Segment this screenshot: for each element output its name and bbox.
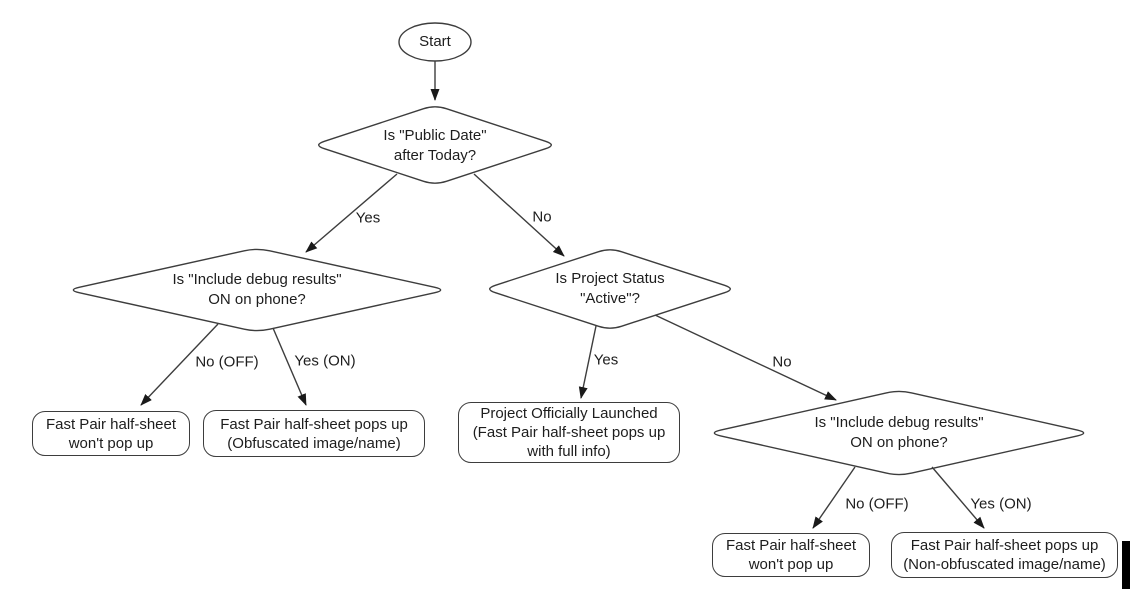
edge-label-yes-1: Yes [355,209,381,227]
decision-diamond-public-date [318,106,553,184]
result-obfuscated-popup: Fast Pair half-sheet pops up (Obfuscated… [203,410,425,457]
arrow-no-off-left [140,323,219,406]
edge-label-yes-2: Yes [593,351,619,369]
edge-label-yes-on-left: Yes (ON) [294,352,356,370]
edge-label-no-off-right: No (OFF) [845,495,909,513]
result-wont-popup-right: Fast Pair half-sheet won't pop up [712,533,870,577]
edge-label-no-2: No [772,353,792,371]
decision-diamond-project-status [489,249,732,329]
arrow-yes-on-left [272,327,307,406]
edge-label-no-1: No [532,208,552,226]
arrow-no-to-project-status [473,173,565,257]
arrow-yes-on-right [931,466,985,529]
edge-label-yes-on-right: Yes (ON) [970,495,1032,513]
decision-project-status-label: Is Project Status "Active"? [555,270,665,307]
result-non-obfuscated-popup: Fast Pair half-sheet pops up (Non-obfusc… [891,532,1118,578]
result-wont-popup-left: Fast Pair half-sheet won't pop up [32,411,190,456]
edge-label-no-off-left: No (OFF) [195,353,259,371]
arrow-no-off-right [812,466,856,529]
result-officially-launched: Project Officially Launched (Fast Pair h… [458,402,680,463]
arrow-yes-to-launched [578,325,597,399]
decision-debug-right-label: Is "Include debug results" ON on phone? [814,414,984,451]
decision-diamond-debug-left [72,248,442,332]
decision-debug-left-label: Is "Include debug results" ON on phone? [172,271,342,308]
arrow-yes-to-debug-left [305,173,398,253]
decision-public-date-label: Is "Public Date" after Today? [383,127,487,164]
arrow-no-to-debug-right [654,314,837,401]
text-cursor [1122,541,1130,589]
decision-diamond-debug-right [713,390,1085,476]
start-label: Start [419,33,451,50]
